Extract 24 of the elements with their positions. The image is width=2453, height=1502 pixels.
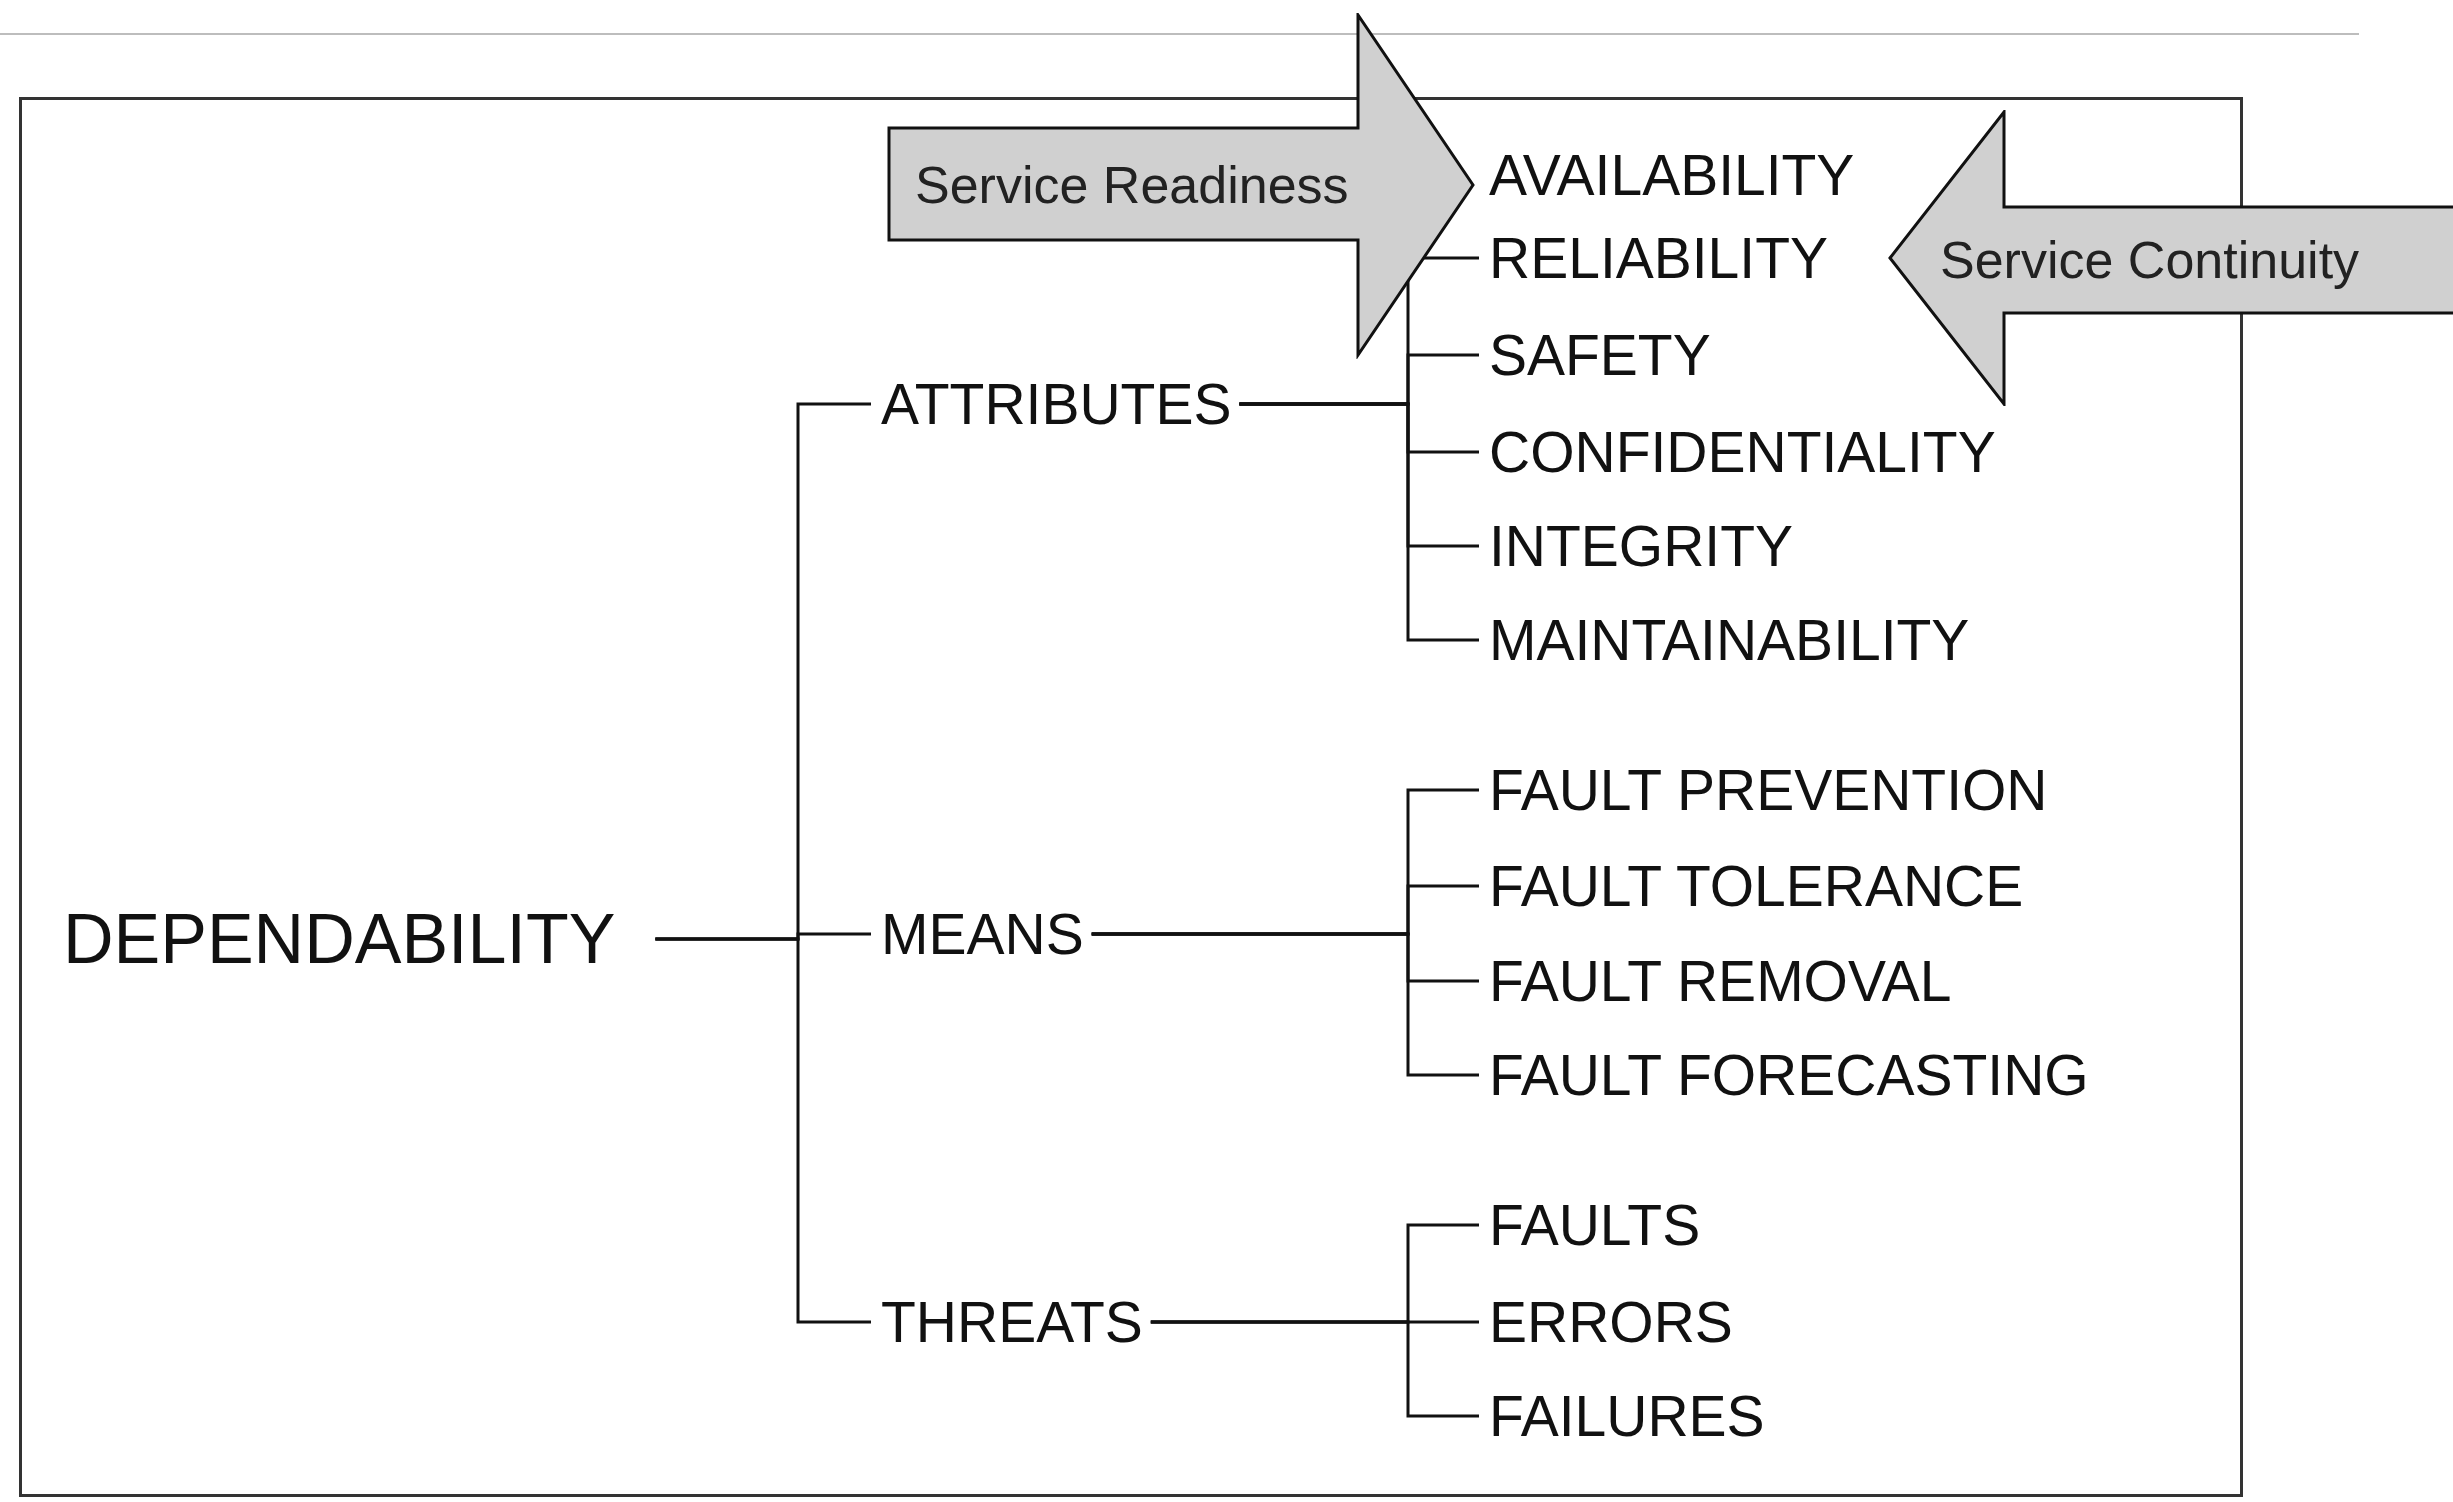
connector-line	[1150, 1320, 1479, 1418]
tree-label: AVAILABILITY	[1489, 146, 1855, 204]
block-arrow	[1888, 110, 2453, 406]
arrow-label: Service Readiness	[915, 159, 1349, 211]
tree-label: FAULT TOLERANCE	[1489, 857, 2024, 915]
connector-line	[655, 937, 871, 1324]
tree-label: FAULT REMOVAL	[1489, 952, 1952, 1010]
tree-label: FAULTS	[1489, 1196, 1701, 1254]
tree-label: DEPENDABILITY	[63, 904, 616, 974]
tree-label: THREATS	[881, 1293, 1143, 1351]
tree-label: MEANS	[881, 905, 1084, 963]
tree-label: FAILURES	[1489, 1387, 1765, 1445]
connector-line	[1239, 402, 1479, 642]
tree-label: RELIABILITY	[1489, 229, 1828, 287]
connector-line	[1091, 932, 1479, 1077]
tree-label: INTEGRITY	[1489, 517, 1793, 575]
block-arrow	[887, 13, 1477, 359]
tree-label: MAINTAINABILITY	[1489, 611, 1970, 669]
tree-label: FAULT FORECASTING	[1489, 1046, 2089, 1104]
tree-label: FAULT PREVENTION	[1489, 761, 2048, 819]
tree-label: ERRORS	[1489, 1293, 1733, 1351]
tree-label: ATTRIBUTES	[881, 375, 1232, 433]
tree-label: CONFIDENTIALITY	[1489, 423, 1996, 481]
tree-label: SAFETY	[1489, 326, 1711, 384]
